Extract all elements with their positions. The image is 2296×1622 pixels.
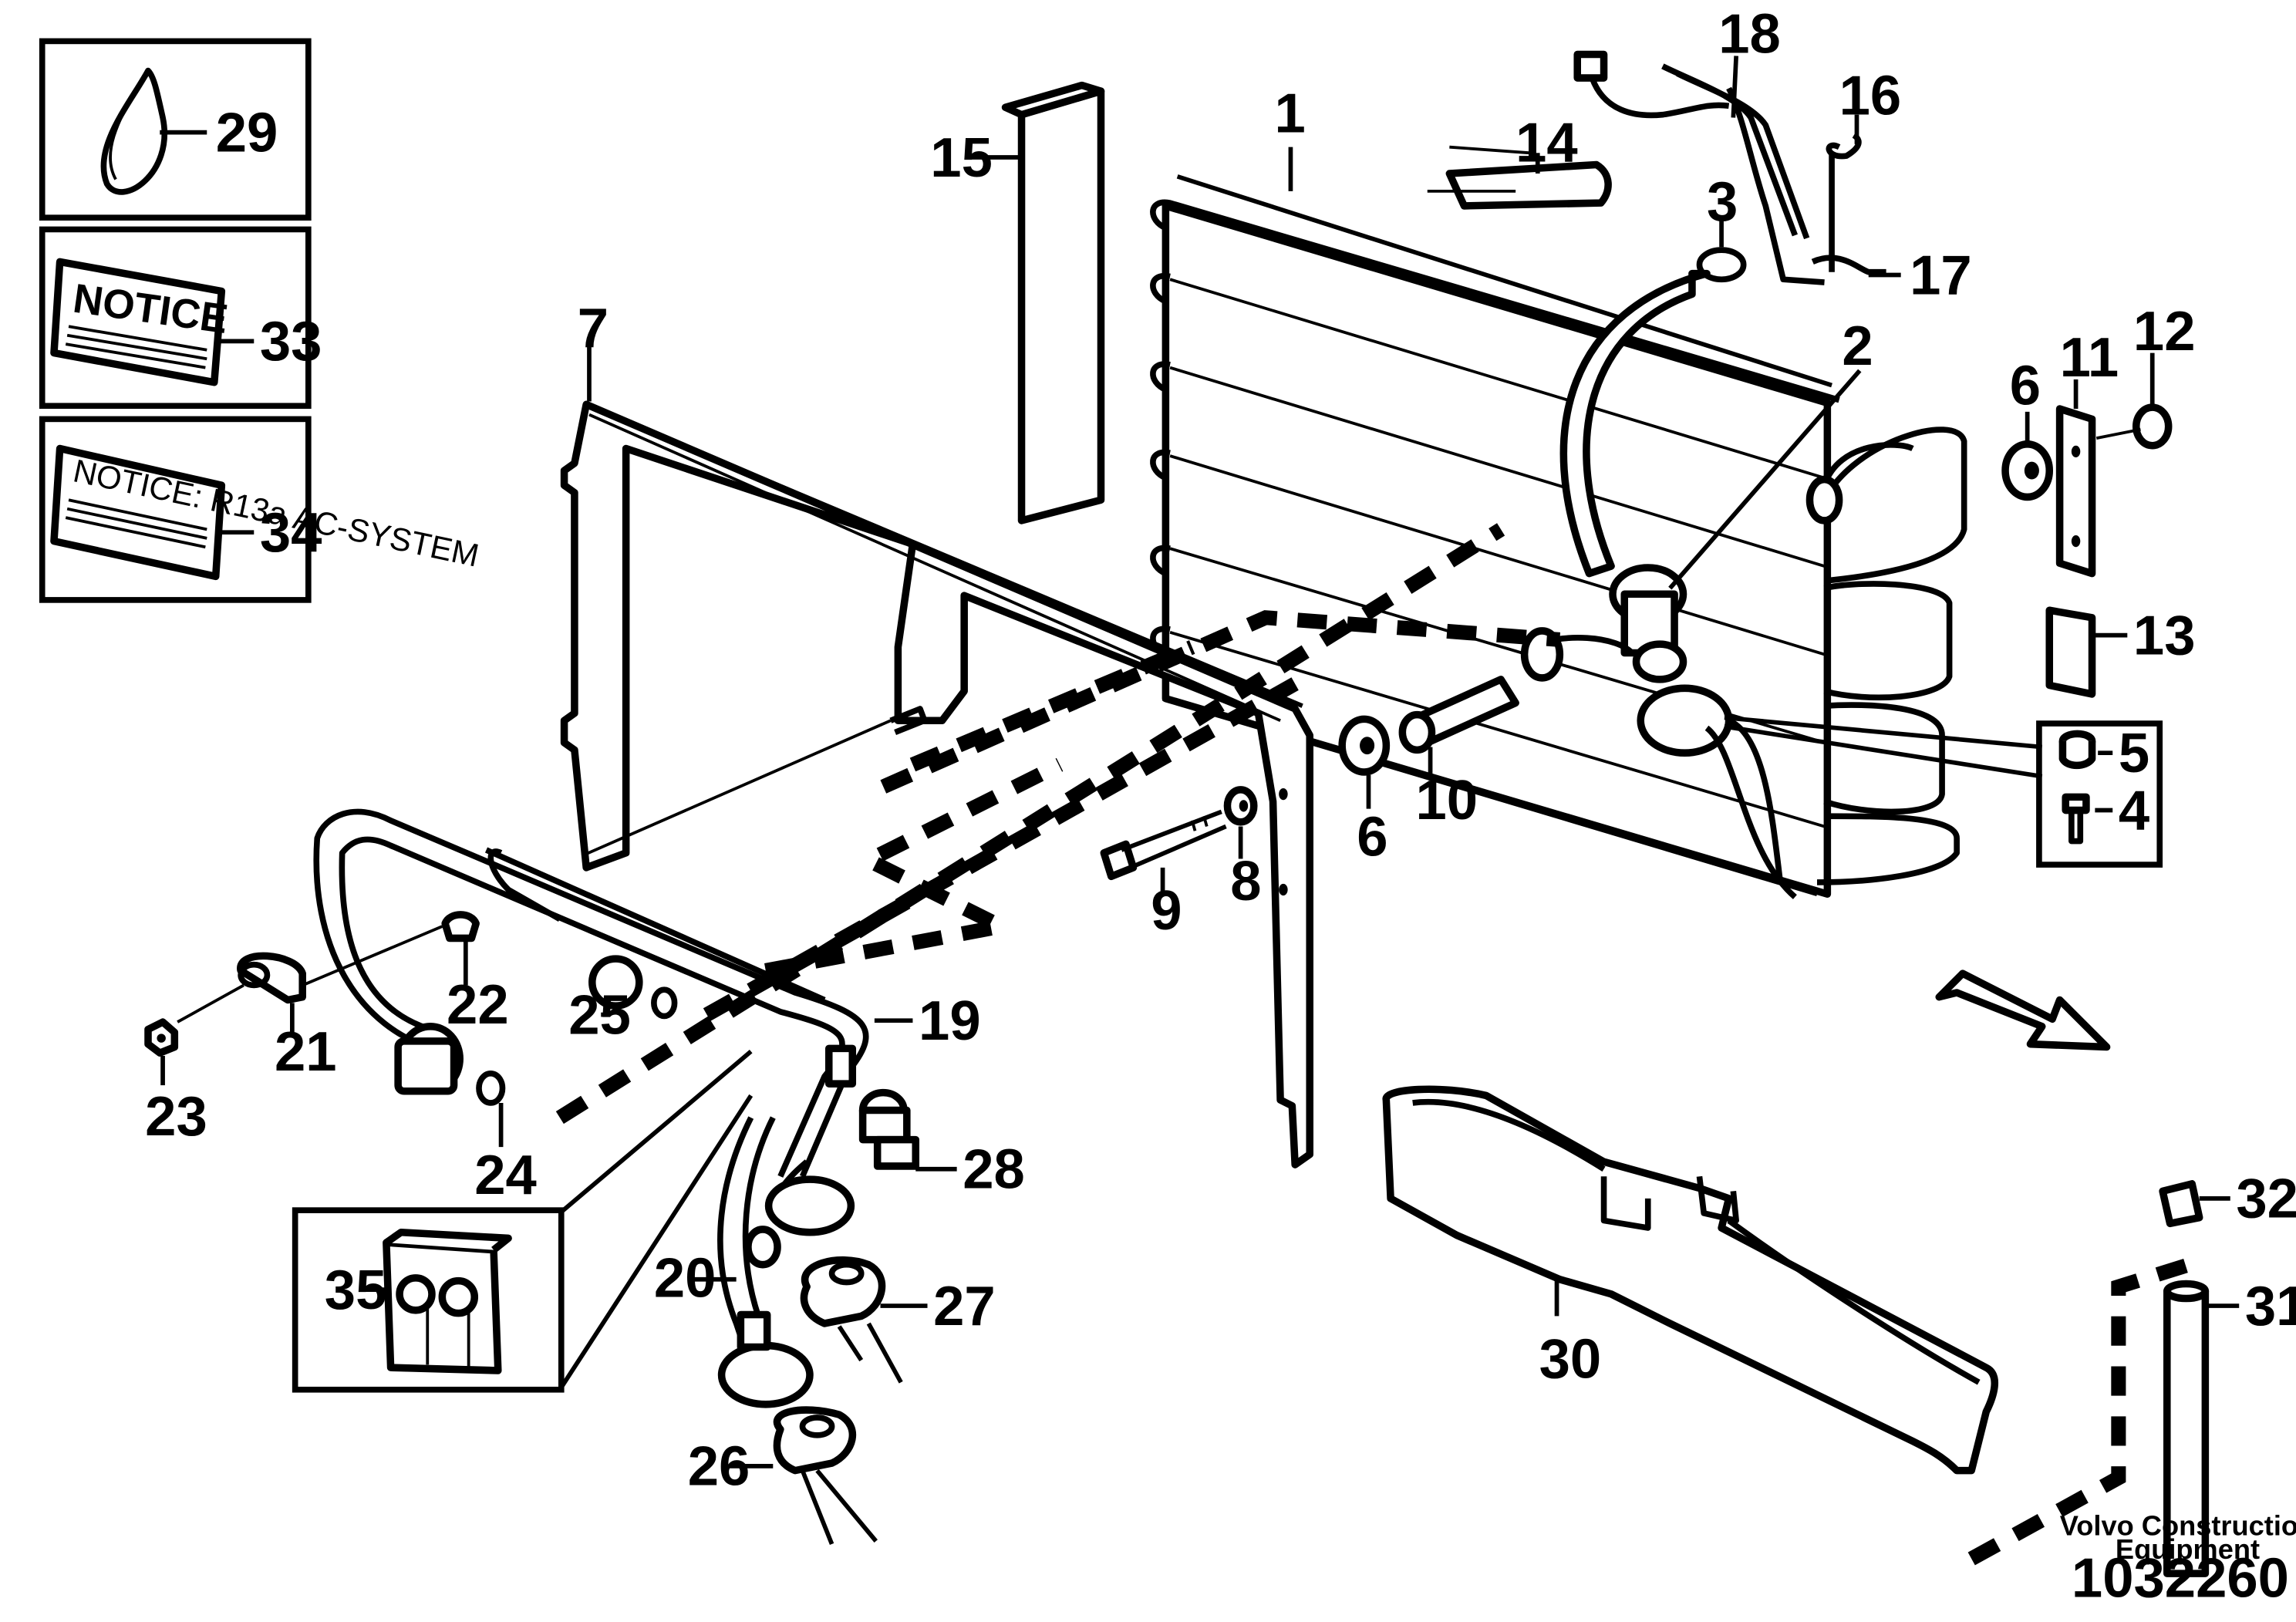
credit-line-1: Volvo Construction: [2060, 1510, 2296, 1542]
label-20: 20: [654, 1247, 716, 1310]
part-3-o-ring: 3: [1696, 170, 1747, 283]
label-34: 34: [260, 501, 322, 564]
part-8-washer: 8: [1223, 786, 1262, 912]
label-19: 19: [919, 990, 981, 1052]
part-16-clip: 16: [1826, 65, 1902, 272]
label-8: 8: [1230, 850, 1261, 912]
label-7: 7: [578, 297, 609, 359]
label-16: 16: [1839, 65, 1902, 127]
label-27: 27: [933, 1275, 996, 1337]
label-33: 33: [260, 310, 322, 373]
part-25-nut: 25: [568, 983, 631, 1046]
document-number: 1032260: [2072, 1547, 2289, 1610]
part-24-o-ring: 24: [474, 1102, 537, 1206]
inset-box-r134a-decal: NOTICE: R13a AC-SYSTEM 34: [39, 416, 482, 603]
label-14: 14: [1515, 112, 1578, 174]
part-9-bolt: 9: [1100, 809, 1227, 942]
label-10: 10: [1416, 769, 1478, 831]
label-28: 28: [963, 1138, 1025, 1201]
inset-box-service-valve: 5 4: [1724, 715, 2163, 868]
label-21: 21: [275, 1020, 337, 1083]
part-6-washer-lower: 6: [1338, 715, 1391, 868]
part-2-expansion-valve: 2: [1520, 315, 1873, 899]
part-13-foam-pad: 13: [2045, 604, 2196, 698]
label-22: 22: [447, 973, 509, 1036]
part-20-pipe: 20: [654, 1116, 855, 1408]
publisher-credit: Volvo Construction Equipment 1032260: [2060, 1510, 2296, 1610]
label-32: 32: [2236, 1168, 2296, 1230]
inset-box-notice-decal: NOTICE 33: [39, 226, 322, 410]
part-6-washer-upper: 6: [2001, 354, 2054, 501]
label-23: 23: [145, 1085, 207, 1148]
label-4: 4: [2119, 779, 2149, 841]
part-14-seal-strip: 14: [1427, 112, 1612, 210]
label-2: 2: [1842, 315, 1873, 377]
part-28-pressure-switch: 28: [824, 1044, 1025, 1201]
routing-dashed-lines: [555, 523, 2192, 1566]
part-21-clamp: 21: [177, 952, 337, 1083]
part-30-drain-tray: 30: [1382, 1085, 1999, 1475]
label-29: 29: [216, 101, 278, 164]
label-25: 25: [568, 983, 631, 1046]
label-26: 26: [688, 1435, 750, 1498]
part-18-thermostat-sensor: 18: [1573, 3, 1825, 285]
label-15: 15: [930, 126, 993, 189]
part-15-foam-strip: 15: [930, 81, 1105, 524]
label-6-upper: 6: [2010, 354, 2041, 416]
label-24: 24: [474, 1144, 537, 1206]
label-17: 17: [1910, 244, 1972, 306]
label-11: 11: [2060, 326, 2119, 389]
label-5: 5: [2119, 722, 2149, 784]
label-1: 1: [1274, 83, 1305, 145]
inset-box-grommet: 35: [292, 1050, 754, 1393]
part-12-nut: 12: [2095, 300, 2196, 450]
label-35: 35: [325, 1259, 387, 1321]
part-10-spacer-tube: 10: [1398, 676, 1519, 831]
direction-arrow-icon: [1935, 969, 2111, 1051]
credit-line-2: Equipment: [2116, 1533, 2260, 1565]
label-18: 18: [1718, 3, 1781, 66]
inset-box-cable-tie: 29: [39, 38, 312, 221]
part-27-flange: 27: [800, 1256, 996, 1384]
part-26-flange: 26: [688, 1406, 878, 1546]
label-30: 30: [1539, 1328, 1602, 1391]
label-31: 31: [2245, 1275, 2296, 1337]
part-31-drain-hose: 31: [2163, 1275, 2296, 1577]
label-3: 3: [1707, 170, 1738, 233]
part-22-grommet: 22: [302, 911, 509, 1036]
label-6-lower: 6: [1357, 806, 1387, 868]
label-9: 9: [1151, 879, 1182, 942]
part-11-bracket: 11: [2055, 326, 2119, 578]
part-32-clip: 32: [2159, 1168, 2296, 1230]
label-12: 12: [2133, 300, 2196, 363]
part-17-sensor-probe: 17: [1811, 244, 1972, 306]
label-13: 13: [2133, 604, 2196, 666]
part-19-pipe: 19: [313, 808, 981, 1178]
part-23-nut: 23: [144, 1018, 207, 1148]
